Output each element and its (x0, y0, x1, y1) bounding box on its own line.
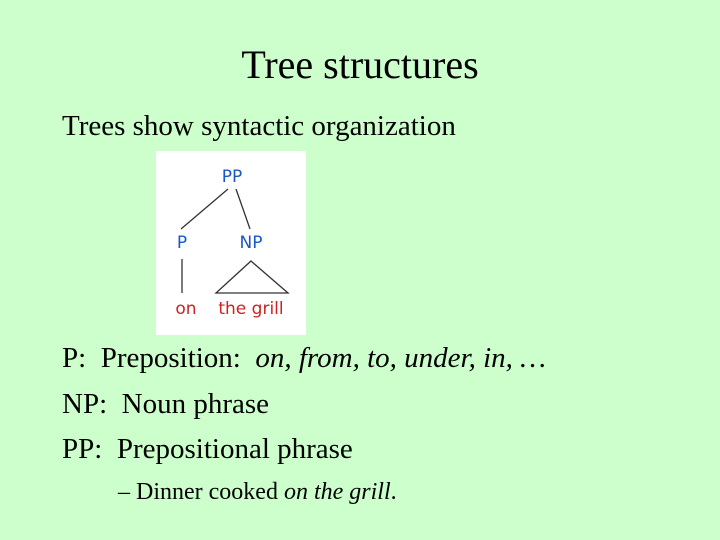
example-italic: on the grill (283, 479, 391, 505)
tree-leaf-the-grill: the grill (218, 299, 283, 319)
definition-np: NP: Noun phrase (62, 386, 269, 422)
tree-edge-pp-p (180, 188, 229, 230)
definition-np-text: Noun phrase (121, 388, 270, 420)
tree-node-np: NP (240, 233, 263, 253)
tree-leaf-on: on (175, 299, 196, 319)
definition-pp-label: PP: (62, 433, 103, 465)
example-dash: – (118, 479, 130, 505)
syntax-tree-diagram: PP P NP on the grill (156, 151, 306, 335)
definition-p: P: Preposition: on, from, to, under, in,… (62, 340, 546, 376)
tree-edge-pp-np (235, 188, 251, 230)
tree-triangle-np (214, 260, 290, 294)
tree-node-p: P (177, 233, 187, 253)
example-after: . (390, 479, 397, 505)
definition-p-label: P: (62, 342, 87, 374)
definition-p-text: Preposition: (100, 342, 241, 374)
example-sentence: – Dinner cooked on the grill. (118, 477, 397, 507)
definition-np-label: NP: (62, 388, 108, 420)
slide-title: Tree structures (241, 42, 479, 87)
intro-text: Trees show syntactic organization (62, 110, 456, 142)
syntax-tree-svg: PP P NP on the grill (175, 167, 290, 319)
definition-p-examples: on, from, to, under, in, … (255, 342, 546, 374)
example-before: Dinner cooked (136, 479, 278, 505)
definition-pp: PP: Prepositional phrase (62, 431, 353, 467)
definition-pp-text: Prepositional phrase (116, 433, 353, 465)
tree-node-pp: PP (222, 167, 243, 187)
